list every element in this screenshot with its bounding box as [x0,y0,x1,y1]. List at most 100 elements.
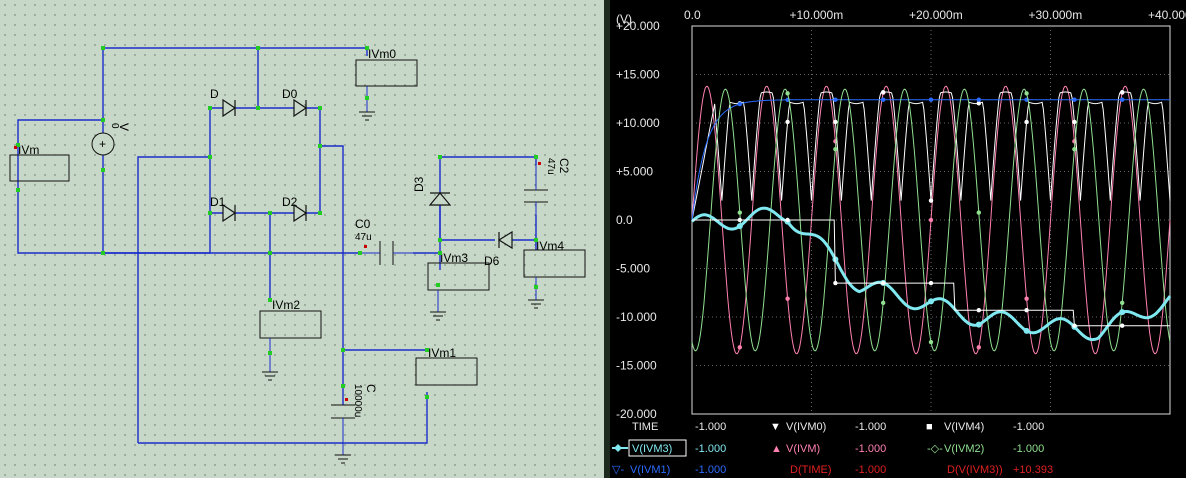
series-marker [785,91,790,96]
legend-ivm2-value: -1.000 [1013,443,1044,455]
legend-ivm3-selected[interactable]: V(IVM3) [612,439,687,457]
series-marker [928,97,934,102]
series-marker [1024,119,1029,125]
series-marker [881,90,886,95]
meter-ivm4-label: IVm4 [536,239,564,253]
series-marker [928,217,934,223]
connection-nodes [16,46,538,399]
series-marker [881,280,886,286]
meter-ivm0[interactable]: IVm0 [355,47,418,121]
series-marker [1023,327,1030,334]
legend: TIME -1.000 ▼ V(IVM0) -1.000 ■ V(IVM4) -… [612,421,1053,476]
y-tick-label: +15.000 [616,68,660,82]
series-marker [1072,146,1077,152]
series-marker [1120,323,1125,328]
source-label: V [117,123,131,131]
capacitor-c0-value: 47u [355,232,372,243]
legend-dtime: D(TIME) [790,464,832,476]
series-marker [833,146,838,152]
y-tick-label: +20.000 [616,19,660,33]
diode-d2[interactable] [293,203,308,223]
diode-d6-label: D6 [484,254,500,268]
series-marker [928,280,934,286]
y-tick-label: -5.000 [616,262,650,276]
legend-ivm3-value: -1.000 [695,443,726,455]
x-tick-label: +10.000m [790,8,844,22]
legend-ivm0[interactable]: V(IVM0) [786,421,826,433]
legend-ivm0-marker: ▼ [770,421,781,433]
series-marker [737,217,742,223]
capacitor-c-value: 10000u [352,384,363,417]
legend-time: TIME [632,421,658,433]
meter-ivm[interactable]: IVm [9,143,70,182]
schematic-editor[interactable]: IVm IVm0 IVm2 IVm1 IVm3 IVm4 + V 0 [0,0,604,478]
diode-d[interactable] [222,98,237,118]
diode-d0[interactable] [293,98,308,118]
capacitor-c2[interactable]: C2 47u [524,158,571,215]
capacitor-c[interactable]: C 10000u [331,384,378,464]
series-marker [833,119,838,125]
y-tick-label: -10.000 [616,310,657,324]
diode-d2-label: D2 [282,195,298,209]
series-marker [976,308,981,313]
series-marker [1120,97,1125,102]
capacitor-c-label: C [364,384,378,393]
legend-ivm3[interactable]: V(IVM3) [632,443,672,455]
y-tick-label: +10.000 [616,116,660,130]
meter-ivm0-label: IVm0 [368,47,396,61]
source-plus-sign: + [99,137,106,151]
series-marker [1119,309,1126,316]
y-tick-label: -15.000 [616,359,657,373]
legend-ivm[interactable]: V(IVM) [786,443,820,455]
series-marker [833,97,838,102]
series-marker [1120,90,1125,95]
legend-ivm0-value: -1.000 [855,421,886,433]
series-marker [1072,97,1077,102]
series-marker [736,223,743,230]
oscilloscope-panel[interactable]: (V) +20.000 +15.000 +10.000 +5.000 0.0 -5.000… [610,0,1186,478]
legend-ivm4[interactable]: V(IVM4) [944,421,984,433]
diode-d1[interactable] [222,203,237,223]
x-tick-label: 0.0 [684,8,701,22]
series-marker [1024,308,1029,313]
series-marker [785,119,790,125]
legend-dtime-value: -1.000 [855,464,886,476]
series-marker [976,101,981,106]
meter-ivm-label: IVm [18,143,39,157]
meter-ivm2-label: IVm2 [272,298,300,312]
meter-ivm1[interactable]: IVm1 [415,346,478,386]
series-marker [1072,119,1077,125]
diode-d3[interactable] [428,192,452,206]
meter-ivm3[interactable]: IVm3 [427,251,490,321]
legend-ivm2[interactable]: V(IVM2) [944,443,984,455]
legend-ivm1[interactable]: V(IVM1) [630,464,670,476]
legend-time-value: -1.000 [695,421,726,433]
capacitor-c0[interactable]: C0 47u [355,217,413,265]
meter-ivm3-label: IVm3 [440,251,468,265]
y-tick-label: +5.000 [616,165,653,179]
series-marker [976,210,981,215]
series-marker [928,298,934,305]
series-marker [1120,300,1125,306]
y-tick-label: 0.0 [616,213,633,227]
diode-d6[interactable] [497,230,513,250]
splitter[interactable] [604,0,610,478]
legend-divm3-value: +10.393 [1013,464,1053,476]
waveform-chart[interactable]: (V) +20.000 +15.000 +10.000 +5.000 0.0 -5.000… [610,0,1186,478]
source-value: 0 [109,123,120,129]
legend-ivm1-value: -1.000 [695,464,726,476]
x-tick-label: +40.000m [1148,8,1186,22]
legend-ivm-value: -1.000 [855,443,886,455]
voltage-source-v[interactable]: + V 0 [91,123,131,156]
series-marker [785,217,790,223]
series-marker [737,101,742,107]
series-marker [833,280,838,286]
y-axis-unit: (V) [616,12,632,26]
series-marker [881,97,886,102]
capacitor-c2-label: C2 [557,158,571,174]
series-marker [881,300,886,306]
series-marker [975,321,982,328]
legend-ivm4-value: -1.000 [1013,421,1044,433]
legend-ivm2-marker: -◇- [927,443,943,455]
diode-d1-label: D1 [210,195,226,209]
